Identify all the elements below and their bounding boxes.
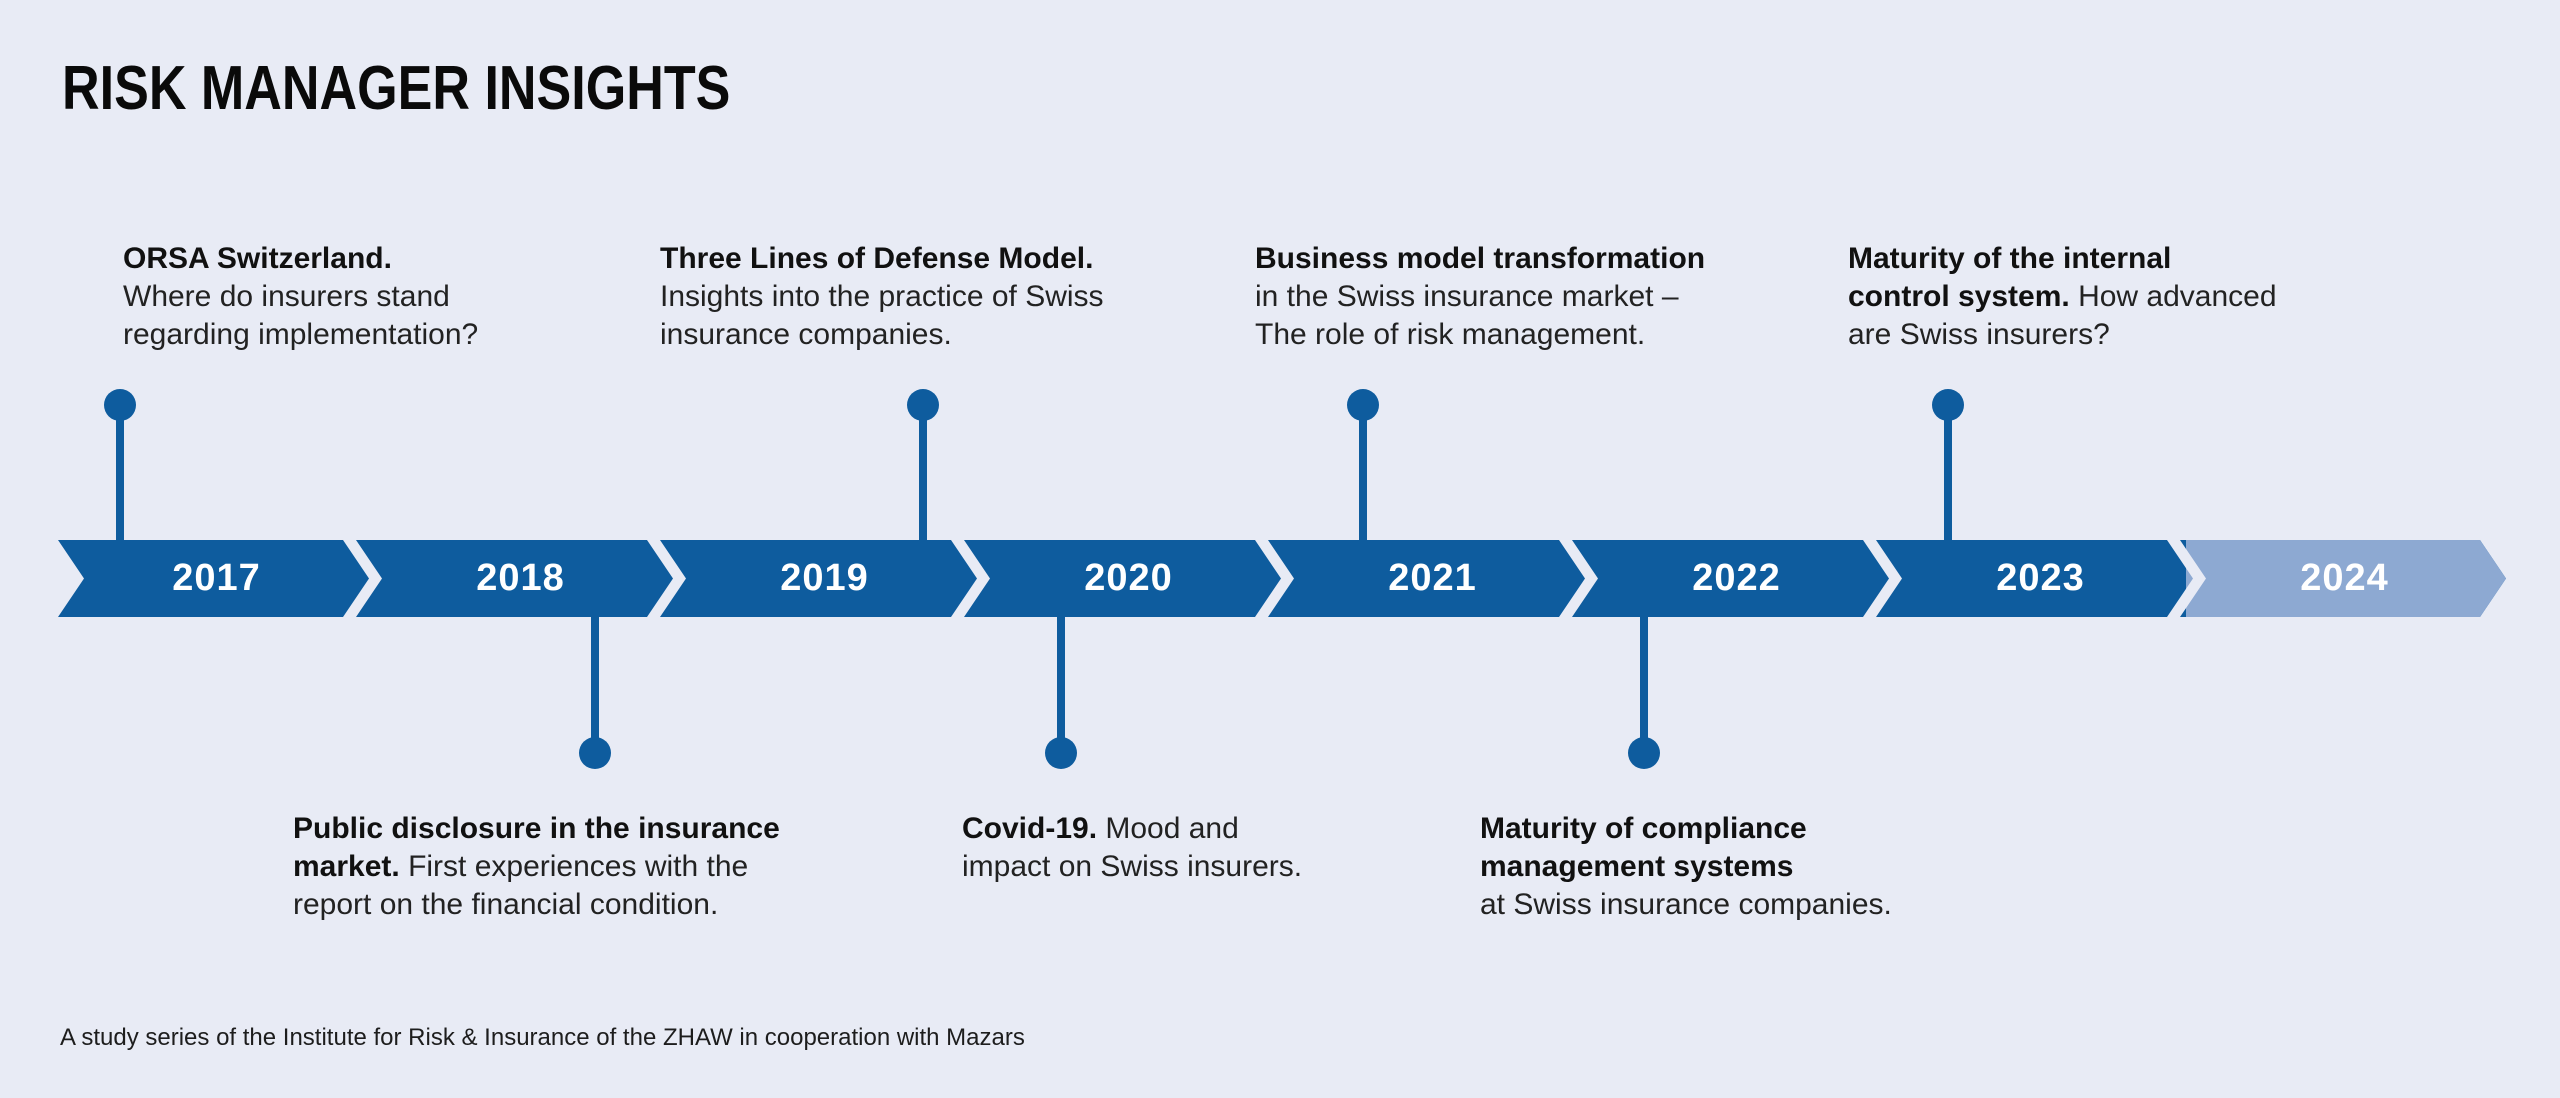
annotation-body-text: are Swiss insurers? <box>1848 318 2110 351</box>
annotation-line: market. First experiences with the <box>293 848 780 886</box>
year-label-2020: 2020 <box>1084 557 1173 599</box>
connector-dot-2020 <box>1045 737 1077 769</box>
annotation-line: impact on Swiss insurers. <box>962 848 1302 886</box>
annotation-line: report on the financial condition. <box>293 886 780 924</box>
annotation-2022: Maturity of compliance management systems… <box>1480 810 1892 924</box>
annotation-line: insurance companies. <box>660 316 1104 354</box>
year-label-2017: 2017 <box>172 557 261 599</box>
annotation-line: Three Lines of Defense Model. <box>660 240 1104 278</box>
connector-line-2018 <box>591 617 599 753</box>
annotation-body-text: The role of risk management. <box>1255 318 1646 351</box>
connector-dot-2023 <box>1932 389 1964 421</box>
annotation-title-text: Public disclosure in the insurance <box>293 812 780 845</box>
connector-dot-2019 <box>907 389 939 421</box>
annotation-title-text: Maturity of compliance <box>1480 812 1807 845</box>
year-label-2018: 2018 <box>476 557 565 599</box>
annotation-line: Covid-19. Mood and <box>962 810 1302 848</box>
annotation-title-text: Business model transformation <box>1255 242 1706 275</box>
year-label-2021: 2021 <box>1388 557 1477 599</box>
annotation-title-text: market. <box>293 850 400 883</box>
annotation-line: Insights into the practice of Swiss <box>660 278 1104 316</box>
annotation-line: control system. How advanced <box>1848 278 2277 316</box>
annotation-2019: Three Lines of Defense Model. Insights in… <box>660 240 1104 354</box>
annotation-line: Public disclosure in the insurance <box>293 810 780 848</box>
annotation-title-text: control system. <box>1848 280 2070 313</box>
annotation-title-text: ORSA Switzerland. <box>123 242 392 275</box>
connector-line-2019 <box>919 405 927 540</box>
year-label-2022: 2022 <box>1692 557 1781 599</box>
annotation-title-text: Three Lines of Defense Model. <box>660 242 1094 275</box>
annotation-body-text: How advanced <box>2069 280 2277 313</box>
connector-dot-2018 <box>579 737 611 769</box>
annotation-2017: ORSA Switzerland. Where do insurers stand… <box>123 240 478 354</box>
annotation-line: management systems <box>1480 848 1892 886</box>
connector-dot-2022 <box>1628 737 1660 769</box>
annotation-line: regarding implementation? <box>123 316 478 354</box>
annotation-body-text: Where do insurers stand <box>123 280 450 313</box>
annotation-line: The role of risk management. <box>1255 316 1705 354</box>
annotation-body-text: Mood and <box>1097 812 1239 845</box>
connector-dot-2021 <box>1347 389 1379 421</box>
timeline-segment-2024 <box>2186 540 2506 617</box>
connector-line-2022 <box>1640 617 1648 753</box>
page-title: RISK MANAGER INSIGHTS <box>62 54 731 123</box>
annotation-line: Maturity of compliance <box>1480 810 1892 848</box>
annotation-line: Business model transformation <box>1255 240 1705 278</box>
annotation-body-text: report on the financial condition. <box>293 888 719 921</box>
year-label-2019: 2019 <box>780 557 869 599</box>
annotation-body-text: impact on Swiss insurers. <box>962 850 1303 883</box>
annotation-body-text: First experiences with the <box>399 850 749 883</box>
annotation-line: are Swiss insurers? <box>1848 316 2277 354</box>
connector-line-2023 <box>1944 405 1952 540</box>
annotation-body-text: at Swiss insurance companies. <box>1480 888 1892 921</box>
connector-line-2017 <box>116 405 124 540</box>
footer-note: A study series of the Institute for Risk… <box>60 1024 1025 1051</box>
year-label-2024: 2024 <box>2300 557 2389 599</box>
annotation-title-text: Covid-19. <box>962 812 1098 845</box>
annotation-body-text: insurance companies. <box>660 318 952 351</box>
annotation-body-text: regarding implementation? <box>123 318 479 351</box>
annotation-title-text: Maturity of the internal <box>1848 242 2172 275</box>
annotation-line: at Swiss insurance companies. <box>1480 886 1892 924</box>
connector-line-2021 <box>1359 405 1367 540</box>
year-label-2023: 2023 <box>1996 557 2085 599</box>
connector-dot-2017 <box>104 389 136 421</box>
annotation-line: Where do insurers stand <box>123 278 478 316</box>
annotation-body-text: in the Swiss insurance market – <box>1255 280 1679 313</box>
annotation-body-text: Insights into the practice of Swiss <box>660 280 1104 313</box>
annotation-title-text: management systems <box>1480 850 1794 883</box>
annotation-2021: Business model transformation in the Swis… <box>1255 240 1705 354</box>
annotation-line: ORSA Switzerland. <box>123 240 478 278</box>
connector-line-2020 <box>1057 617 1065 753</box>
annotation-line: in the Swiss insurance market – <box>1255 278 1705 316</box>
annotation-line: Maturity of the internal <box>1848 240 2277 278</box>
